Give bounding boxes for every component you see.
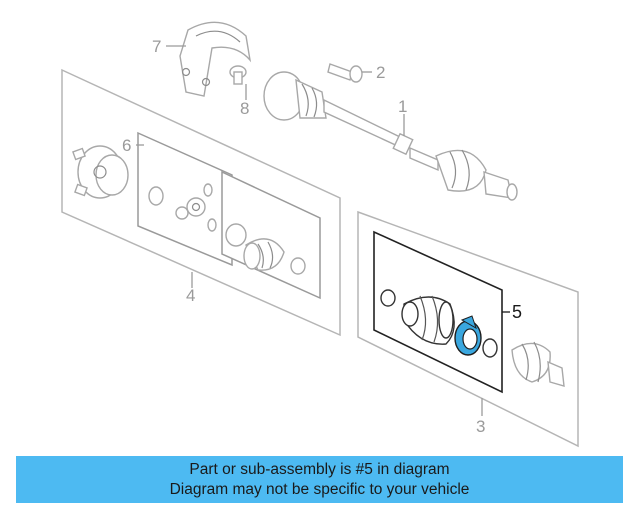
kit-small-clamp bbox=[380, 289, 396, 307]
banner-line-1: Part or sub-assembly is #5 in diagram bbox=[189, 460, 450, 478]
heat-shield bbox=[179, 21, 252, 97]
kit-cv-boot bbox=[401, 295, 455, 345]
assembly-6-panel bbox=[137, 131, 233, 267]
boot-clamp bbox=[225, 223, 247, 247]
callout-8: 8 bbox=[240, 99, 249, 118]
callout-4: 4 bbox=[186, 286, 195, 305]
cv-joint-housing bbox=[72, 145, 129, 199]
callout-7: 7 bbox=[152, 37, 161, 56]
cv-boot bbox=[243, 238, 285, 271]
banner-line-2: Diagram may not be specific to your vehi… bbox=[169, 480, 470, 498]
info-banner: Part or sub-assembly is #5 in diagram Di… bbox=[16, 456, 623, 503]
callout-1: 1 bbox=[398, 97, 407, 116]
assembly-3-panel bbox=[357, 210, 579, 448]
kit-snap-ring bbox=[482, 338, 498, 358]
inner-race-parts bbox=[175, 183, 217, 232]
outer-cv-joint bbox=[511, 341, 565, 387]
assembly-4-panel bbox=[61, 68, 341, 337]
circlip bbox=[148, 186, 164, 206]
callout-3: 3 bbox=[476, 417, 485, 436]
callout-6: 6 bbox=[122, 136, 131, 155]
highlighted-boot-clamp[interactable] bbox=[454, 315, 482, 356]
axle-shaft-assembly bbox=[263, 71, 518, 201]
callout-2: 2 bbox=[376, 63, 385, 82]
bolt-2 bbox=[327, 63, 363, 83]
small-clamp bbox=[290, 257, 306, 275]
callout-5: 5 bbox=[512, 302, 522, 322]
bolt-8 bbox=[229, 65, 247, 85]
parts-diagram: 1 2 3 4 5 6 7 8 bbox=[61, 21, 579, 448]
